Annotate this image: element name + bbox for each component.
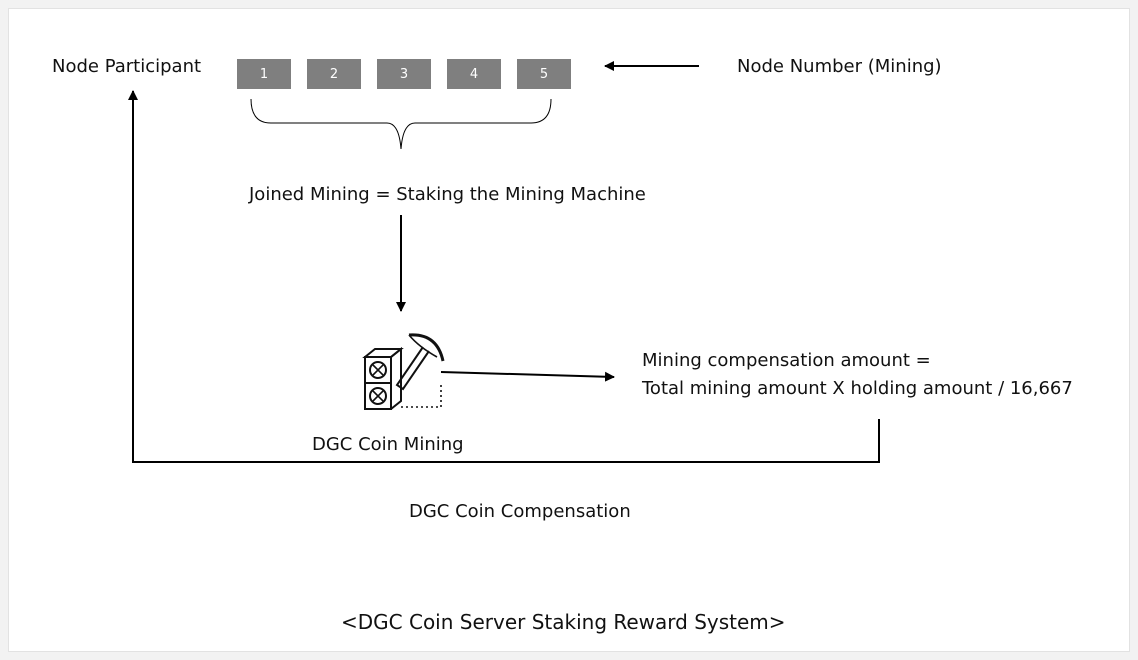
coin-mining-label: DGC Coin Mining <box>312 434 464 455</box>
mining-to-compensation-arrow <box>440 371 615 382</box>
compensation-return-path <box>128 90 880 463</box>
mining-machine-pickaxe-icon <box>362 333 445 410</box>
node-number-label: Node Number (Mining) <box>737 56 942 77</box>
compensation-formula-line2: Total mining amount X holding amount / 1… <box>642 378 1073 399</box>
joined-mining-label: Joined Mining = Staking the Mining Machi… <box>249 184 646 205</box>
diagram-caption: <DGC Coin Server Staking Reward System> <box>341 610 786 634</box>
node-box: 4 <box>447 59 501 89</box>
node-participant-label: Node Participant <box>52 56 202 77</box>
compensation-formula-line1: Mining compensation amount = <box>642 350 931 371</box>
node-box: 3 <box>377 59 431 89</box>
diagram-canvas: Node Participant 1 2 3 4 5 Node Number (… <box>8 8 1130 652</box>
coin-compensation-label: DGC Coin Compensation <box>409 501 631 522</box>
node-group-brace <box>250 98 552 150</box>
connector-lines <box>128 61 880 463</box>
node-box: 2 <box>307 59 361 89</box>
node-box: 5 <box>517 59 571 89</box>
node-box: 1 <box>237 59 291 89</box>
